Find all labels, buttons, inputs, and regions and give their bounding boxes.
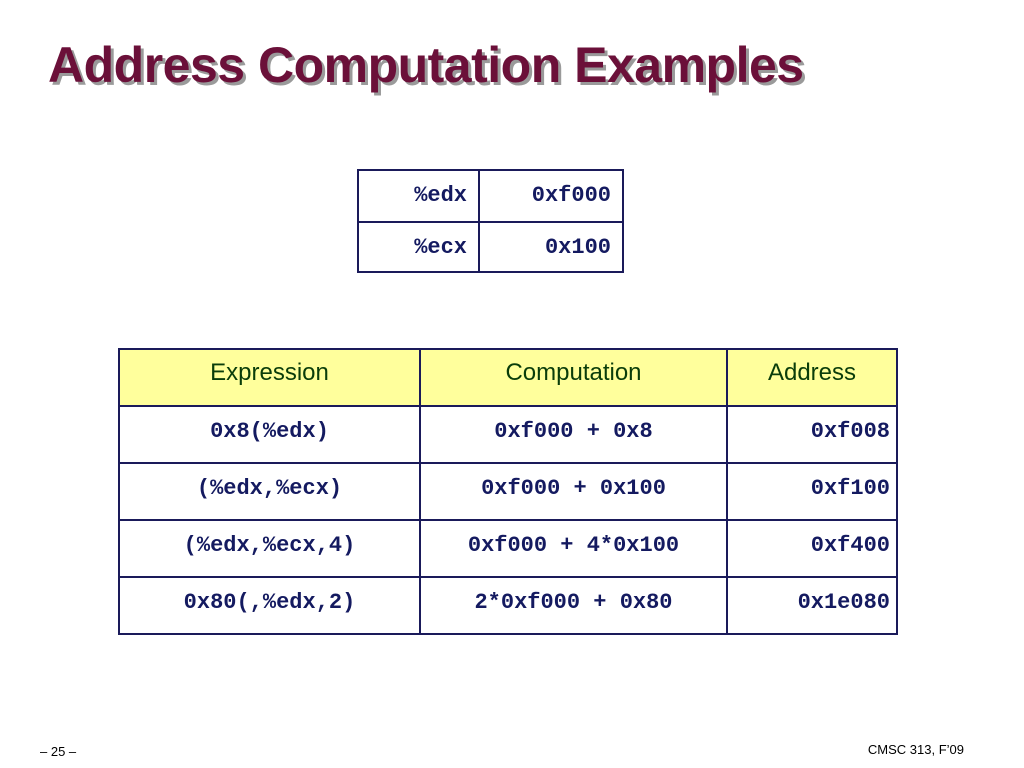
- row-divider: [120, 462, 896, 464]
- register-row: %edx 0xf000: [359, 171, 622, 223]
- row-divider: [120, 519, 896, 521]
- column-divider: [419, 350, 421, 633]
- expression-cell: (%edx,%ecx): [196, 476, 343, 501]
- computation-cell: 0xf000 + 4*0x100: [467, 533, 680, 558]
- register-table: %edx 0xf000 %ecx 0x100: [357, 169, 624, 273]
- page-number: – 25 –: [40, 744, 77, 759]
- address-computation-table: Expression Computation Address 0x8(%edx)…: [118, 348, 898, 635]
- register-name: %ecx: [414, 235, 467, 260]
- row-divider: [120, 576, 896, 578]
- slide-title: Address Computation Examples: [48, 37, 804, 93]
- computation-cell: 0xf000 + 0x8: [494, 419, 653, 444]
- computation-cell: 2*0xf000 + 0x80: [474, 590, 673, 615]
- expression-cell: 0x80(,%edx,2): [183, 590, 356, 615]
- expression-cell: 0x8(%edx): [210, 419, 329, 444]
- register-value: 0x100: [544, 235, 611, 260]
- register-name: %edx: [414, 183, 467, 208]
- course-label: CMSC 313, F’09: [867, 742, 964, 757]
- address-cell: 0xf100: [810, 476, 890, 501]
- expression-cell: (%edx,%ecx,4): [183, 533, 356, 558]
- address-cell: 0xf400: [810, 533, 890, 558]
- header-expression: Expression: [210, 359, 329, 386]
- column-divider: [726, 350, 728, 633]
- register-value: 0xf000: [531, 183, 611, 208]
- register-row: %ecx 0x100: [359, 223, 622, 273]
- address-cell: 0xf008: [810, 419, 890, 444]
- table-header-row: Expression Computation Address: [120, 350, 896, 407]
- header-address: Address: [767, 359, 857, 386]
- address-cell: 0x1e080: [797, 590, 890, 615]
- header-computation: Computation: [505, 359, 642, 386]
- computation-cell: 0xf000 + 0x100: [481, 476, 666, 501]
